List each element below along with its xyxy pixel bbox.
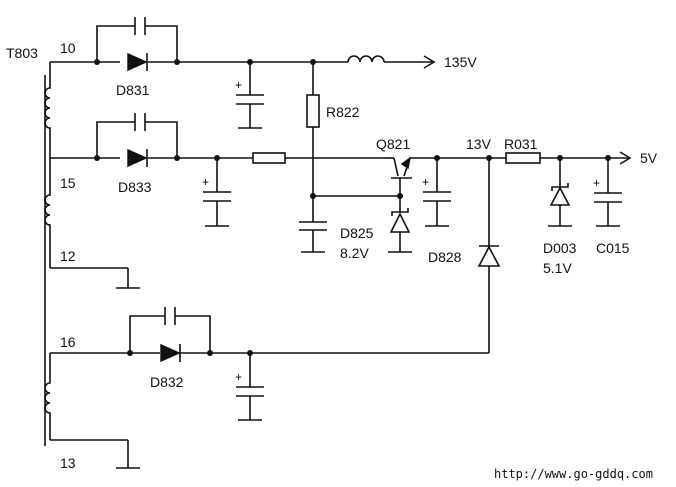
label-d833: D833: [118, 179, 152, 195]
diode-d832: [127, 307, 213, 363]
svg-text:+: +: [422, 175, 429, 189]
label-r822: R822: [326, 104, 360, 120]
ground-12: [50, 267, 140, 289]
diode-d828: [477, 158, 501, 353]
svg-text:+: +: [235, 370, 242, 384]
transformer-t803: [44, 62, 51, 446]
svg-text:+: +: [593, 176, 600, 190]
label-135v: 135V: [444, 54, 477, 70]
label-d832: D832: [150, 374, 184, 390]
rail-15: [50, 152, 386, 164]
label-d825: D825: [340, 225, 374, 241]
zener-d003: [548, 155, 572, 227]
transistor-q821: [386, 156, 437, 196]
arrow-135v: [423, 55, 436, 69]
label-d828: D828: [428, 249, 462, 265]
label-5v: 5V: [640, 150, 658, 166]
label-d825-value: 8.2V: [340, 245, 369, 261]
rail-135v: [50, 55, 436, 69]
pin-label-15: 15: [60, 175, 76, 191]
resistor-r822: [306, 59, 320, 199]
capacitor-135v-filter: +: [235, 59, 264, 129]
pin-label-13: 13: [60, 455, 76, 471]
svg-text:+: +: [235, 78, 242, 92]
winding-lower: [44, 353, 51, 440]
ground-13: [50, 439, 140, 469]
arrow-5v: [619, 151, 632, 165]
capacitor-c015: +: [593, 155, 622, 227]
inductor-135v: [347, 55, 385, 63]
capacitor-16-filter: +: [235, 350, 264, 421]
capacitor-15-filter: +: [202, 155, 231, 227]
pin-label-12: 12: [60, 248, 76, 264]
svg-text:+: +: [202, 175, 209, 189]
watermark-url: http://www.go-gddq.com: [494, 467, 653, 481]
resistor-series-15: [252, 152, 286, 164]
pin-label-16: 16: [60, 334, 76, 350]
capacitor-base: [299, 193, 403, 253]
zener-d825: [388, 196, 412, 253]
winding-upper: [44, 62, 51, 158]
label-t803: T803: [6, 45, 38, 61]
label-d003-value: 5.1V: [543, 260, 572, 276]
winding-middle: [44, 158, 51, 268]
capacitor-13v: +: [422, 155, 451, 227]
diode-d833: [94, 113, 180, 168]
label-13v: 13V: [466, 136, 491, 152]
resistor-r031: [505, 152, 541, 164]
diode-d831: [94, 17, 180, 72]
pin-label-10: 10: [60, 40, 76, 56]
rail-13v-5v: [437, 151, 632, 165]
label-d003: D003: [543, 240, 577, 256]
label-r031: R031: [504, 136, 538, 152]
label-q821: Q821: [376, 136, 411, 152]
label-c015: C015: [596, 240, 630, 256]
label-d831: D831: [116, 82, 150, 98]
